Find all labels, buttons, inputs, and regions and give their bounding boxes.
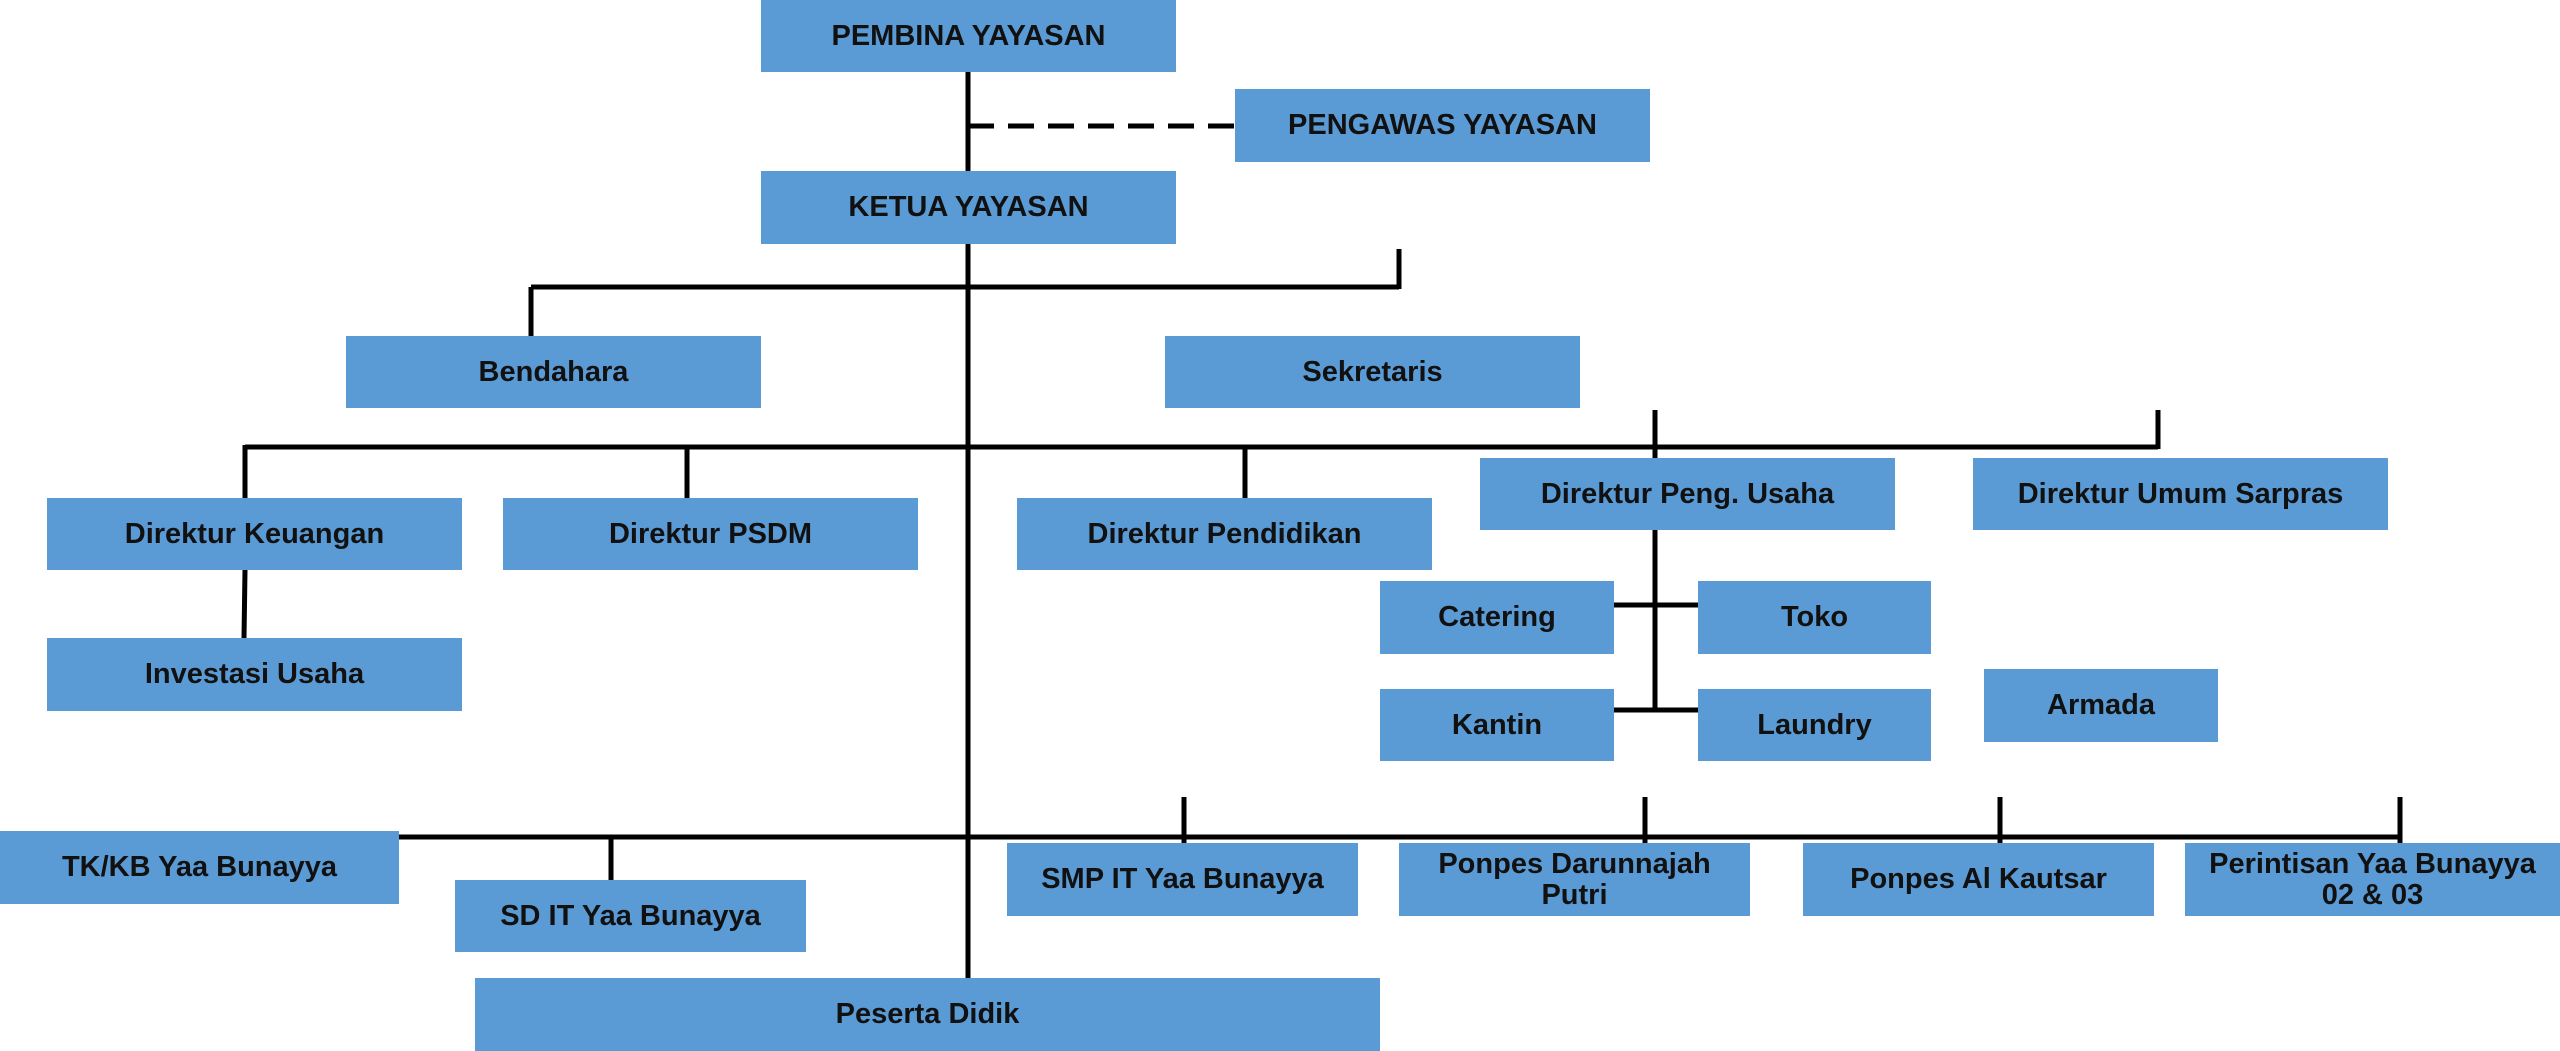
direktur-umum-sarpras-box: Direktur Umum Sarpras [1973, 458, 2388, 530]
laundry-label: Laundry [1757, 708, 1872, 741]
sd-it-box: SD IT Yaa Bunayya [455, 880, 806, 952]
pembina-yayasan-label: PEMBINA YAYASAN [831, 19, 1106, 52]
ponpes-al-kautsar-label: Ponpes Al Kautsar [1850, 863, 2107, 895]
peserta-didik-label: Peserta Didik [835, 998, 1020, 1030]
laundry-box: Laundry [1698, 689, 1931, 761]
sekretaris-label: Sekretaris [1302, 355, 1443, 388]
sekretaris-box: Sekretaris [1165, 336, 1580, 408]
bendahara-label: Bendahara [478, 355, 629, 388]
ketua-yayasan-box: KETUA YAYASAN [761, 171, 1176, 244]
direktur-pendidikan-box: Direktur Pendidikan [1017, 498, 1432, 570]
perintisan-label-line2: 02 & 03 [2321, 878, 2424, 911]
ponpes-darunnajah-text: Ponpes Darunnajah Putri [1438, 847, 1711, 911]
armada-box: Armada [1984, 669, 2218, 742]
smp-it-box: SMP IT Yaa Bunayya [1007, 843, 1358, 916]
perintisan-box: Perintisan Yaa Bunayya 02 & 03 [2185, 843, 2560, 916]
ponpes-al-kautsar-box: Ponpes Al Kautsar [1803, 843, 2154, 916]
investasi-usaha-label: Investasi Usaha [144, 658, 365, 690]
direktur-psdm-box: Direktur PSDM [503, 498, 918, 570]
ponpes-darunnajah-label-line2: Putri [1541, 878, 1608, 911]
pengawas-yayasan-box: PENGAWAS YAYASAN [1235, 89, 1650, 162]
ponpes-darunnajah-box: Ponpes Darunnajah Putri [1399, 843, 1750, 916]
pengawas-yayasan-label: PENGAWAS YAYASAN [1288, 109, 1597, 141]
toko-label: Toko [1780, 601, 1849, 633]
direktur-peng-usaha-box: Direktur Peng. Usaha [1480, 458, 1895, 530]
catering-box: Catering [1380, 581, 1614, 654]
sd-it-label: SD IT Yaa Bunayya [500, 899, 761, 932]
ponpes-darunnajah-label-line1: Ponpes Darunnajah [1438, 847, 1711, 880]
direktur-keuangan-label: Direktur Keuangan [124, 517, 385, 550]
tk-kb-box: TK/KB Yaa Bunayya [0, 831, 399, 904]
direktur-pendidikan-label: Direktur Pendidikan [1087, 517, 1362, 550]
smp-it-label: SMP IT Yaa Bunayya [1041, 863, 1324, 895]
direktur-keuangan-box: Direktur Keuangan [47, 498, 462, 570]
direktur-umum-sarpras-label: Direktur Umum Sarpras [2017, 477, 2344, 510]
catering-label: Catering [1438, 601, 1556, 633]
bendahara-box: Bendahara [346, 336, 761, 408]
kantin-box: Kantin [1380, 689, 1614, 761]
armada-label: Armada [2047, 689, 2155, 721]
tk-kb-label: TK/KB Yaa Bunayya [61, 851, 338, 883]
kantin-label: Kantin [1451, 708, 1543, 741]
investasi-usaha-box: Investasi Usaha [47, 638, 462, 711]
toko-box: Toko [1698, 581, 1931, 654]
investasi-connector [241, 569, 248, 639]
ketua-yayasan-label: KETUA YAYASAN [848, 191, 1089, 223]
direktur-psdm-label: Direktur PSDM [608, 517, 813, 550]
pembina-yayasan-box: PEMBINA YAYASAN [761, 0, 1176, 72]
perintisan-label-line1: Perintisan Yaa Bunayya [2209, 847, 2536, 880]
direktur-peng-usaha-label: Direktur Peng. Usaha [1540, 477, 1835, 510]
perintisan-text: Perintisan Yaa Bunayya 02 & 03 [2209, 847, 2536, 911]
peserta-didik-box: Peserta Didik [475, 978, 1380, 1051]
